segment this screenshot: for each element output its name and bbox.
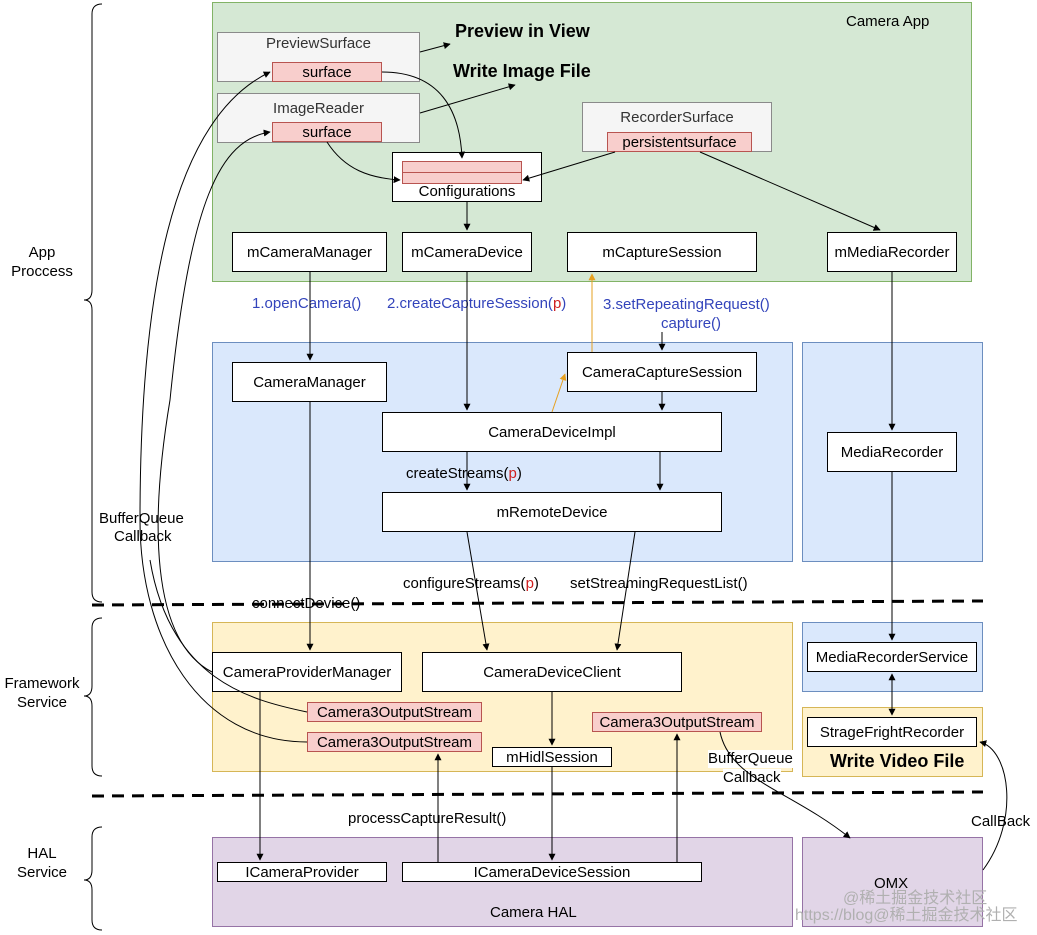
preview-in-view-label: Preview in View	[455, 21, 590, 41]
camera-capture-session-box[interactable]: CameraCaptureSession	[567, 352, 757, 392]
layer-label-app: App Proccess	[11, 244, 73, 280]
set-repeating-request-label: 3.setRepeatingRequest()	[603, 296, 770, 313]
camera-manager-box[interactable]: CameraManager	[232, 362, 387, 402]
process-capture-result-label: processCaptureResult()	[348, 810, 507, 827]
camera-app-title: Camera App	[846, 13, 930, 30]
camera-provider-manager-box[interactable]: CameraProviderManager	[212, 652, 402, 692]
callback-label: CallBack	[971, 813, 1031, 830]
camera-device-impl-box[interactable]: CameraDeviceImpl	[382, 412, 722, 452]
buffer-queue-callback-left-1: BufferQueue	[99, 510, 184, 528]
configurations-slot-2	[402, 172, 522, 184]
camera-hal-title: Camera HAL	[490, 904, 577, 921]
m-camera-device-box[interactable]: mCameraDevice	[402, 232, 532, 272]
set-streaming-request-list-label: setStreamingRequestList()	[570, 575, 748, 592]
m-capture-session-box[interactable]: mCaptureSession	[567, 232, 757, 272]
omx-title: OMX	[874, 875, 909, 892]
capture-label: capture()	[661, 315, 722, 332]
open-camera-label: 1.openCamera()	[252, 295, 362, 312]
brace-framework	[83, 617, 103, 777]
stagefright-recorder-box[interactable]: StrageFrightRecorder	[807, 717, 977, 747]
media-recorder-service-box[interactable]: MediaRecorderService	[807, 642, 977, 672]
camera-hal-region	[212, 837, 793, 927]
buffer-queue-callback-left-2: Callback	[114, 528, 172, 546]
omx-region	[802, 837, 983, 927]
write-video-file-label: Write Video File	[830, 751, 965, 771]
layer-label-hal: HAL Service	[16, 845, 68, 881]
write-image-file-label: Write Image File	[453, 61, 591, 81]
create-streams-label: createStreams(p)	[406, 465, 522, 482]
create-capture-session-label: 2.createCaptureSession(p)	[387, 295, 567, 312]
camera3-output-stream-3[interactable]: Camera3OutputStream	[592, 712, 762, 732]
media-recorder-box[interactable]: MediaRecorder	[827, 432, 957, 472]
i-camera-device-session-box[interactable]: ICameraDeviceSession	[402, 862, 702, 882]
configure-streams-label: configureStreams(p)	[403, 575, 539, 592]
watermark-line1: @稀土掘金技术社区	[843, 890, 988, 907]
brace-hal	[83, 826, 103, 931]
buffer-queue-callback-right-1: BufferQueue	[708, 750, 793, 768]
m-remote-device-box[interactable]: mRemoteDevice	[382, 492, 722, 532]
m-media-recorder-box[interactable]: mMediaRecorder	[827, 232, 957, 272]
m-camera-manager-box[interactable]: mCameraManager	[232, 232, 387, 272]
camera3-output-stream-1[interactable]: Camera3OutputStream	[307, 702, 482, 722]
camera-device-client-box[interactable]: CameraDeviceClient	[422, 652, 682, 692]
preview-surface-surface[interactable]: surface	[272, 62, 382, 82]
persistent-surface[interactable]: persistentsurface	[607, 132, 752, 152]
connect-device-label: connectDevice()	[252, 595, 361, 613]
i-camera-provider-box[interactable]: ICameraProvider	[217, 862, 387, 882]
watermark-line2: https://blog@稀土掘金技术社区	[795, 907, 1018, 924]
m-hidl-session-box[interactable]: mHidlSession	[492, 747, 612, 767]
image-reader-surface[interactable]: surface	[272, 122, 382, 142]
buffer-queue-callback-right-2: Callback	[723, 769, 781, 787]
camera3-output-stream-2[interactable]: Camera3OutputStream	[307, 732, 482, 752]
layer-label-framework: Framework Service	[4, 675, 80, 711]
